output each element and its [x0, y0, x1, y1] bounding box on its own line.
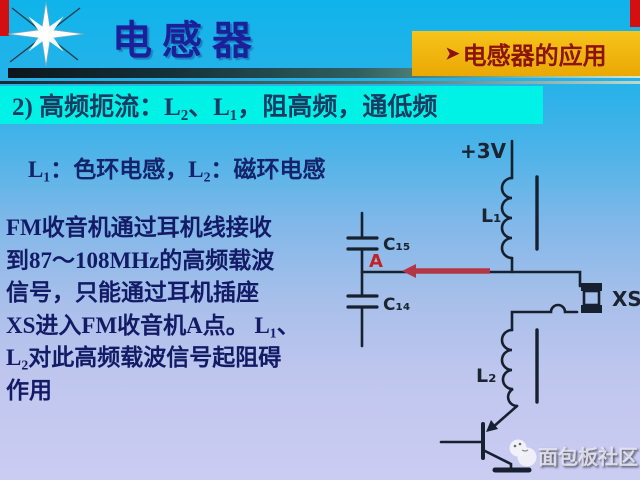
- xs-label: XS: [612, 287, 640, 311]
- body-line: 信号，只能通过耳机插座: [6, 280, 259, 305]
- body-paragraph: FM收音机通过耳机线接收 到87～108MHz的高频载波 信号，只能通过耳机插座…: [6, 212, 351, 407]
- divider-bar: [8, 68, 640, 78]
- starburst-icon: [7, 1, 85, 67]
- emitter-wire: [481, 448, 513, 471]
- supply-label: +3V: [460, 139, 507, 163]
- left-red-bar: [0, 0, 9, 36]
- watermark-text: 面包板社区: [538, 447, 638, 469]
- c15-label: C₁₅: [383, 235, 410, 255]
- body-line: XS进入FM收音机A点。 L₁、: [6, 312, 300, 338]
- badge-arrow-icon: ➤: [445, 43, 460, 63]
- bus-wire: [360, 270, 582, 288]
- heading-band: 2) 高频扼流：L₂、L₁，阻高频，通低频: [0, 86, 543, 124]
- body-line: FM收音机通过耳机线接收: [6, 215, 272, 240]
- c15-capacitor: [346, 236, 379, 251]
- subheading: L₁：色环电感，L₂：磁环电感: [28, 157, 326, 182]
- body-line: 到87～108MHz的高频载波: [6, 247, 275, 273]
- xs-to-l2-wire: [510, 303, 579, 332]
- transistor-arrowhead: [486, 420, 498, 432]
- body-line: 作用: [6, 377, 52, 403]
- topic-badge: ➤ 电感器的应用: [412, 31, 640, 76]
- point-a-label: A: [369, 251, 383, 272]
- divider-line: [0, 81, 640, 84]
- xs-plug-top: [581, 283, 602, 291]
- l2-coil: [500, 328, 519, 408]
- l1-label: L₁: [481, 205, 501, 227]
- section-heading: 2) 高频扼流：L₂、L₁，阻高频，通低频: [12, 94, 438, 121]
- c14-capacitor: [346, 294, 379, 309]
- badge-label: 电感器的应用: [462, 44, 607, 70]
- xs-plug-body: [582, 289, 601, 307]
- page-title: 电感器: [112, 18, 262, 64]
- watermark-logo-icon: [509, 439, 537, 467]
- signal-arrow: [402, 264, 490, 278]
- l2-label: L₂: [476, 365, 496, 387]
- right-red-bar: [630, 0, 640, 27]
- c14-label: C₁₄: [383, 295, 410, 315]
- collector-wire: [490, 404, 519, 430]
- body-line: L₂对此高频载波信号起阻碍: [6, 345, 282, 370]
- xs-plug-bottom: [581, 305, 602, 313]
- l1-coil: [500, 176, 514, 260]
